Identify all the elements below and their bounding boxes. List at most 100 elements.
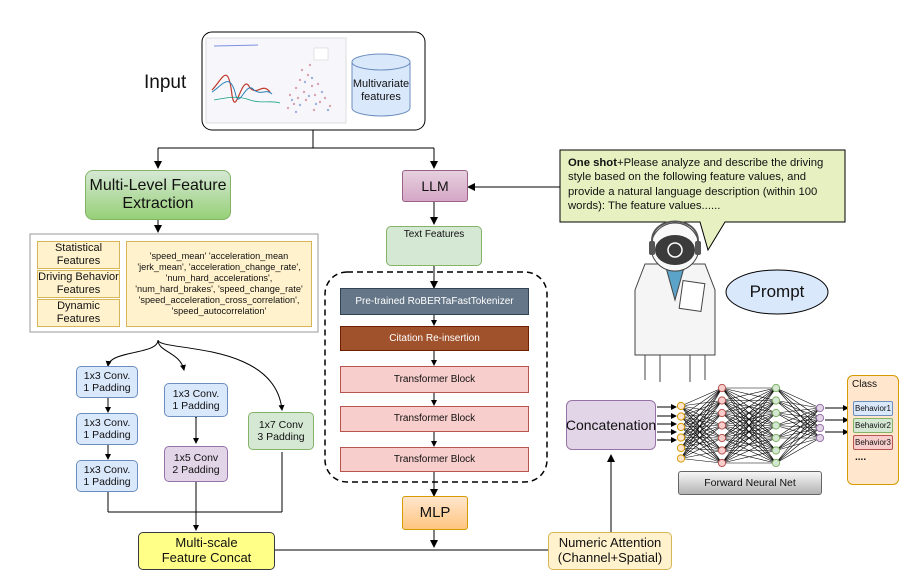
nn-edge [680,412,723,449]
nn-edge [680,400,723,449]
nn-edge [680,405,723,451]
conv-branch2-2: 1x5 Conv 2 Padding [164,446,228,482]
database-icon [351,53,411,117]
nn-edge [775,437,821,464]
nn-node [717,433,727,443]
multi-level-feature-extraction-box: Multi-Level Feature Extraction [85,170,231,220]
llm-box: LLM [402,170,468,202]
transformer-block-2: Transformer Block [340,406,529,432]
nn-edge [680,437,723,464]
class-title: Class [852,379,878,390]
nn-node [771,433,781,443]
nn-node [771,383,781,393]
text-features-box [386,226,482,266]
multivariate-features-label: Multivariate features [352,78,410,103]
nn-edge [775,407,821,451]
prompt-label: Prompt [749,282,805,302]
nn-node [771,446,781,455]
mlp-box: MLP [402,496,468,530]
nn-edge [721,425,777,464]
nn-edge [680,387,723,428]
nn-edge [680,450,723,459]
nn-node [771,421,781,430]
input-label: Input [144,72,187,93]
nn-node [676,443,686,453]
nn-edge [775,417,821,464]
nn-node [717,408,727,418]
forward-neural-net-label: Forward Neural Net [678,471,822,495]
class-item-more: .... [855,452,867,463]
nn-edge [721,400,777,464]
class-panel: Class Behavior1 Behavior2 Behavior3 .... [847,375,899,485]
class-item-1: Behavior1 [853,401,893,416]
prompt-bubble [559,149,846,252]
nn-edge [775,427,821,464]
encoder-frame [324,271,548,483]
nn-edge [680,425,723,438]
nn-edge [680,387,723,459]
neural-net [676,383,825,468]
nn-node [717,421,727,430]
feature-groups-frame [29,233,319,333]
nn-edge [721,437,777,464]
nn-edge [680,405,723,464]
prompt-body: +Please analyze and describe the driving… [568,157,824,213]
nn-edge [680,425,723,459]
nn-edge [775,427,821,439]
nn-edge [775,387,821,409]
nn-node [771,408,781,418]
multiscale-feature-concat-box: Multi-scale Feature Concat [138,532,275,570]
nn-edge [680,426,723,464]
feature-group-driving-behavior: Driving Behavior Features [37,270,120,298]
nn-edge [775,407,821,439]
nn-edge [775,387,821,439]
nn-edge [775,400,821,409]
concatenation-box: Concatenation [566,400,656,450]
nn-edge [680,405,723,439]
nn-node [676,401,686,411]
nn-edge [721,387,777,401]
nn-edge [721,387,777,451]
nn-edge [680,416,723,451]
prompt-text: One shot+Please analyze and describe the… [568,156,840,214]
nn-edge [680,400,723,407]
nn-edge [680,437,723,459]
nn-node [717,396,727,405]
feature-group-dynamic: Dynamic Features [37,299,120,327]
conv-branch3-1: 1x7 Conv 3 Padding [248,412,314,450]
nn-edge [680,425,723,449]
nn-node [717,446,727,455]
nn-edge [775,417,821,451]
feature-list: 'speed_mean' 'acceleration_mean 'jerk_me… [126,241,312,327]
nn-edge [680,387,723,438]
class-item-3: Behavior3 [853,435,893,450]
nn-edge [721,387,777,426]
nn-node [676,454,686,463]
nn-node [771,396,781,405]
nn-edge [721,387,777,439]
nn-node [771,458,781,468]
nn-node [815,413,825,423]
input-chart-thumbnail [205,37,347,124]
feature-group-statistical: Statistical Features [37,241,120,269]
nn-edge [680,412,723,438]
nn-edge [680,400,723,438]
conv-branch1-1: 1x3 Conv. 1 Padding [76,366,138,398]
nn-edge [775,425,821,429]
nn-edge [680,416,723,464]
text-features-label: Text Features [403,229,465,240]
numeric-attention-box: Numeric Attention (Channel+Spatial) [548,532,672,570]
nn-edge [680,426,723,451]
nn-edge [775,427,821,451]
doctor-icon [634,220,716,382]
nn-node [815,403,825,413]
nn-edge [680,387,723,449]
nn-node [815,433,825,443]
nn-edge [680,387,723,417]
citation-reinsertion-box: Citation Re-insertion [340,326,529,351]
nn-edge [721,450,777,464]
nn-node [815,423,825,433]
nn-edge [680,412,723,428]
nn-edge [680,400,723,417]
